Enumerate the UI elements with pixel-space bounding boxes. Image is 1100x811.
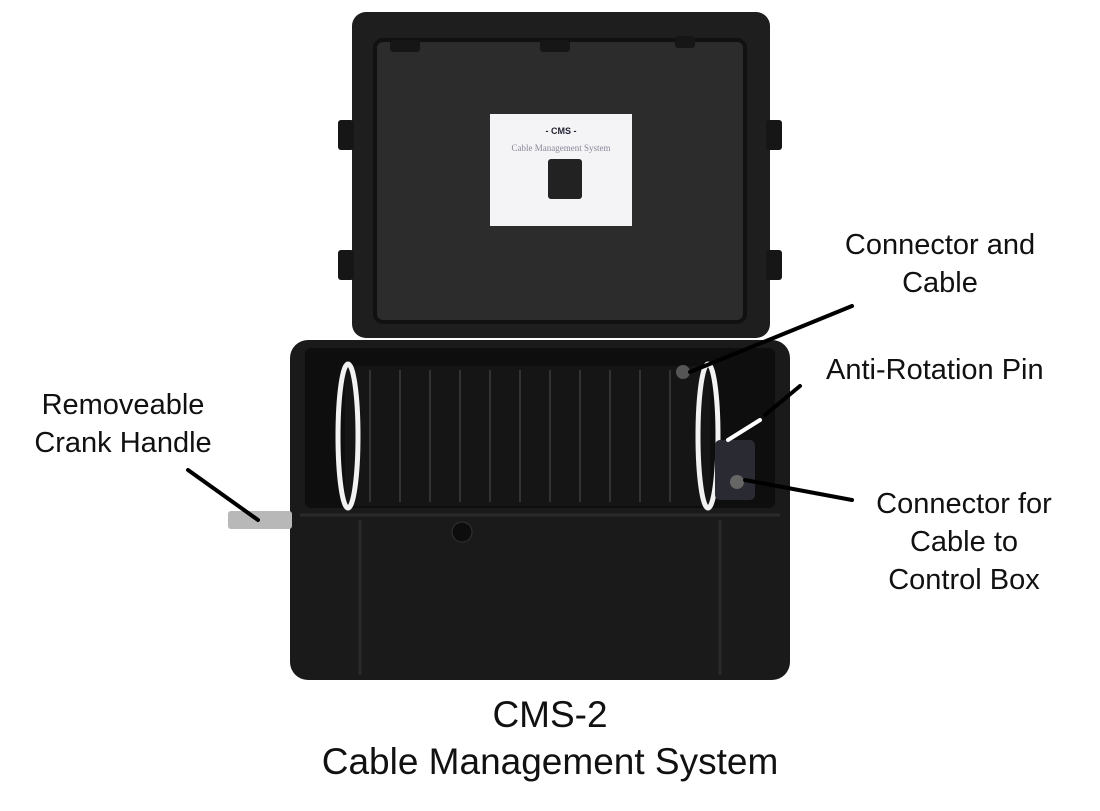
leader-anti-rotation (763, 384, 802, 417)
label-line: Connector and (844, 229, 1036, 261)
leader-crank (186, 468, 260, 522)
label-line: Crank Handle (34, 427, 212, 459)
leader-connector-control (743, 478, 854, 502)
cable-reel (345, 366, 710, 506)
case-latch (451, 521, 473, 543)
reel-flange-left (335, 361, 361, 511)
label-line: Removeable (41, 389, 205, 421)
label-crank-handle: Removeable Crank Handle (13, 386, 233, 462)
control-connector (715, 440, 755, 500)
lid-sheet-photo (548, 159, 582, 199)
caption-model: CMS-2 (492, 694, 608, 735)
lid-info-sheet: - CMS - Cable Management System (490, 114, 632, 226)
label-anti-rotation: Anti-Rotation Pin (826, 354, 1044, 386)
leader-connector-cable (688, 304, 854, 374)
label-connector-cable: Connector and Cable (830, 226, 1050, 302)
reel-connector (676, 365, 690, 379)
lid-sheet-title: - CMS - (545, 126, 577, 136)
caption-title: Cable Management System (321, 741, 779, 782)
label-line: Cable (902, 267, 978, 299)
label-line: Control Box (888, 564, 1040, 596)
label-line: Cable to (909, 526, 1018, 558)
lid-sheet-subtitle: Cable Management System (511, 143, 611, 153)
label-line: Connector for (876, 488, 1052, 520)
label-connector-control: Connector for Cable to Control Box (850, 485, 1078, 599)
